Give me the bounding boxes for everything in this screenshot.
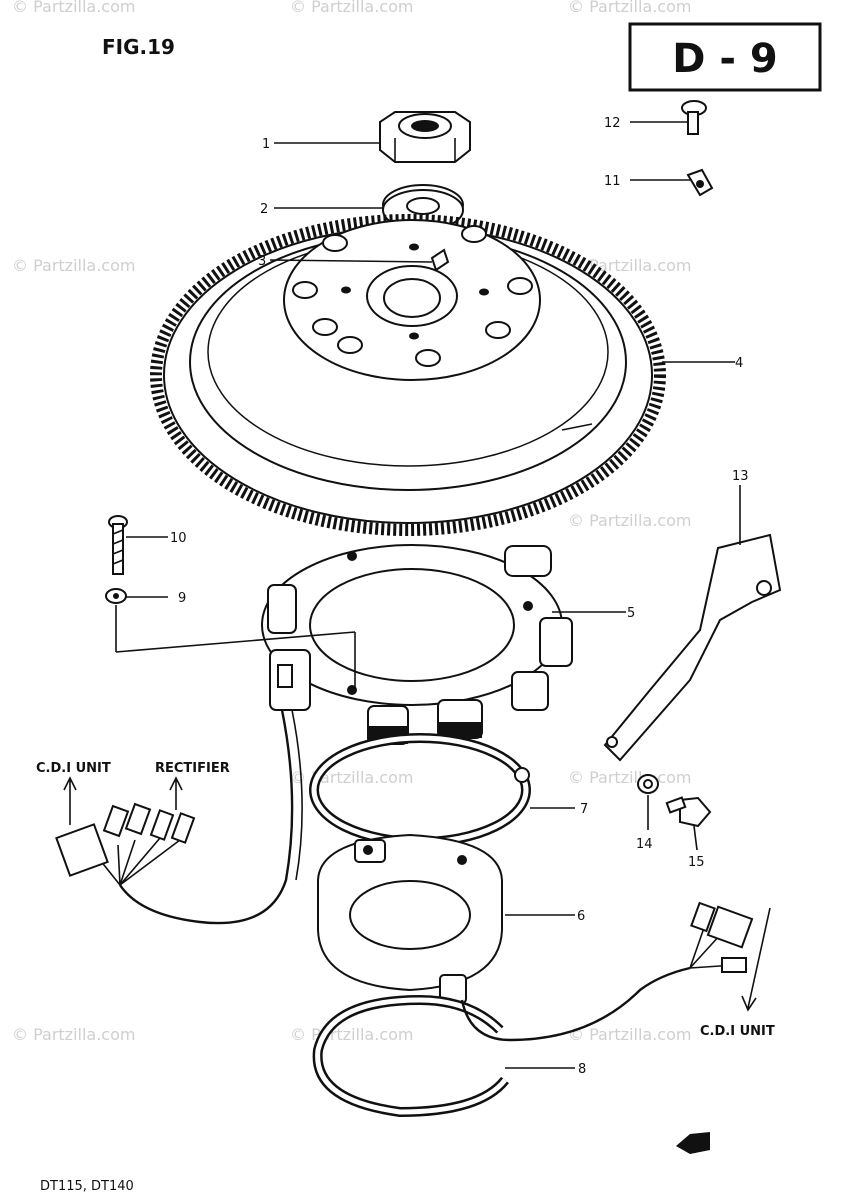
watermark: © Partzilla.com	[12, 0, 135, 16]
callout-15: 15	[688, 855, 705, 870]
callout-8: 8	[578, 1062, 586, 1077]
part-stator	[261, 544, 573, 745]
part-ring-8	[312, 994, 509, 1118]
part-bolt-15	[665, 796, 712, 828]
part-washer-14	[637, 774, 659, 794]
part-pulser-ring	[309, 733, 531, 847]
callout-4: 4	[735, 356, 743, 371]
part-screw-10	[108, 515, 128, 575]
part-flywheel	[150, 214, 666, 536]
callout-10: 10	[170, 531, 187, 546]
callout-1: 1	[262, 137, 270, 152]
callout-9: 9	[178, 591, 186, 606]
watermark: © Partzilla.com	[12, 1025, 135, 1044]
part-pulser-coil	[317, 833, 503, 1004]
section-box: D - 9	[628, 22, 822, 92]
watermark: © Partzilla.com	[290, 0, 413, 16]
watermark: © Partzilla.com	[568, 768, 691, 787]
part-washer-9	[105, 588, 127, 604]
front-arrow-icon	[676, 1132, 710, 1154]
part-screw-12	[681, 100, 707, 135]
callout-12: 12	[604, 116, 621, 131]
watermark: © Partzilla.com	[568, 511, 691, 530]
callout-13: 13	[732, 469, 749, 484]
watermark: © Partzilla.com	[568, 0, 691, 16]
callout-7: 7	[580, 802, 588, 817]
watermarks: © Partzilla.com © Partzilla.com © Partzi…	[12, 0, 691, 1044]
watermark: © Partzilla.com	[568, 1025, 691, 1044]
watermark: © Partzilla.com	[290, 768, 413, 787]
models-footer: DT115, DT140	[40, 1179, 134, 1194]
callout-labels: 1 2 3 4 5 6 7 8 9 10 11 12 13 14 15	[170, 116, 749, 1077]
label-rectifier: RECTIFIER	[155, 761, 230, 776]
watermark: © Partzilla.com	[290, 1025, 413, 1044]
callout-5: 5	[627, 606, 635, 621]
section-label: D - 9	[672, 36, 778, 82]
part-key	[430, 248, 450, 272]
callout-14: 14	[636, 837, 653, 852]
figure-title: FIG.19	[102, 35, 175, 59]
label-cdi-unit-right: C.D.I UNIT	[700, 1024, 775, 1039]
wiring	[55, 709, 754, 1042]
label-cdi-unit-left: C.D.I UNIT	[36, 761, 111, 776]
callout-3: 3	[258, 254, 266, 269]
leader-lines	[63, 121, 771, 1069]
watermark: © Partzilla.com	[12, 256, 135, 275]
callout-11: 11	[604, 174, 621, 189]
part-nut	[379, 111, 471, 163]
part-bracket	[603, 533, 782, 762]
callout-2: 2	[260, 202, 268, 217]
part-clip-11	[686, 168, 714, 197]
callout-6: 6	[577, 909, 585, 924]
